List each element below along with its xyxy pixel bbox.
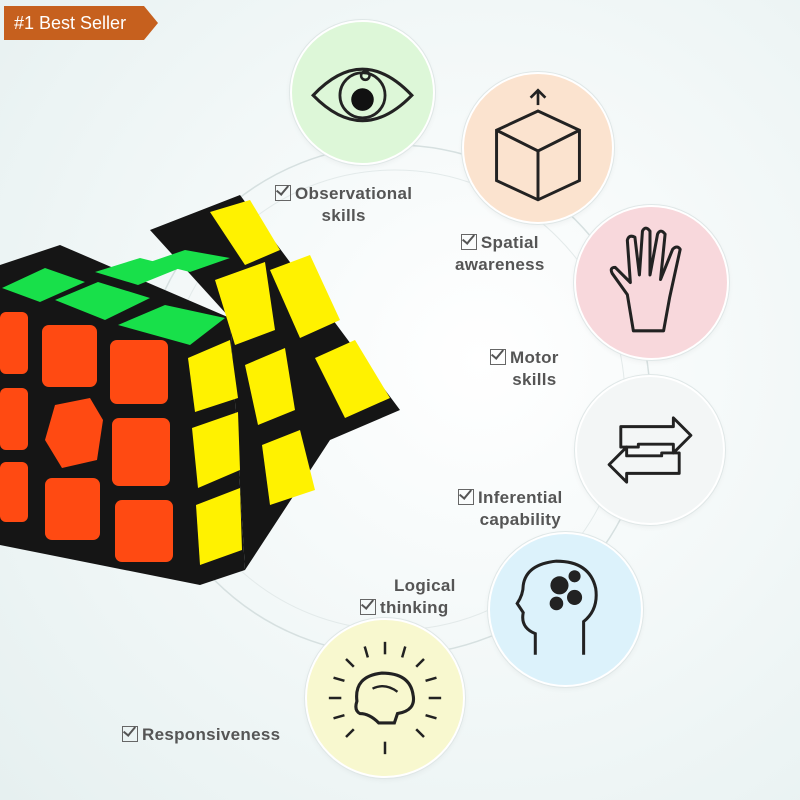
skill-circle-logical: [488, 532, 643, 687]
hand-icon: [609, 226, 682, 333]
cube-outline-icon: [495, 88, 581, 202]
brain-icon: [328, 641, 442, 755]
skill-label-spatial: Spatial awareness: [455, 233, 545, 274]
skill-label-motor: Motor skills: [490, 347, 559, 391]
eye-icon: [311, 67, 414, 123]
skill-circle-responsiveness: [305, 618, 465, 778]
best-seller-badge: #1 Best Seller: [4, 6, 159, 40]
skill-circle-inferential: [575, 375, 725, 525]
checkbox-icon: [122, 726, 138, 742]
checkbox-icon: [360, 599, 376, 615]
skill-circle-spatial: [462, 72, 614, 224]
checkbox-icon: [460, 234, 477, 250]
checkbox-icon: [458, 489, 474, 505]
skill-label-observational: Observational skills: [275, 183, 412, 227]
skill-label-inferential: Inferential capability: [458, 487, 563, 531]
skill-circle-motor: [574, 205, 729, 360]
skill-label-logical: Logical thinking: [360, 575, 456, 619]
checkbox-icon: [275, 185, 291, 201]
cycle-arrows-icon: [607, 416, 693, 484]
checkbox-icon: [490, 349, 506, 365]
skill-circle-observational: [290, 20, 435, 165]
head-gears-icon: [515, 559, 598, 655]
skill-label-responsiveness: Responsiveness: [122, 724, 280, 746]
